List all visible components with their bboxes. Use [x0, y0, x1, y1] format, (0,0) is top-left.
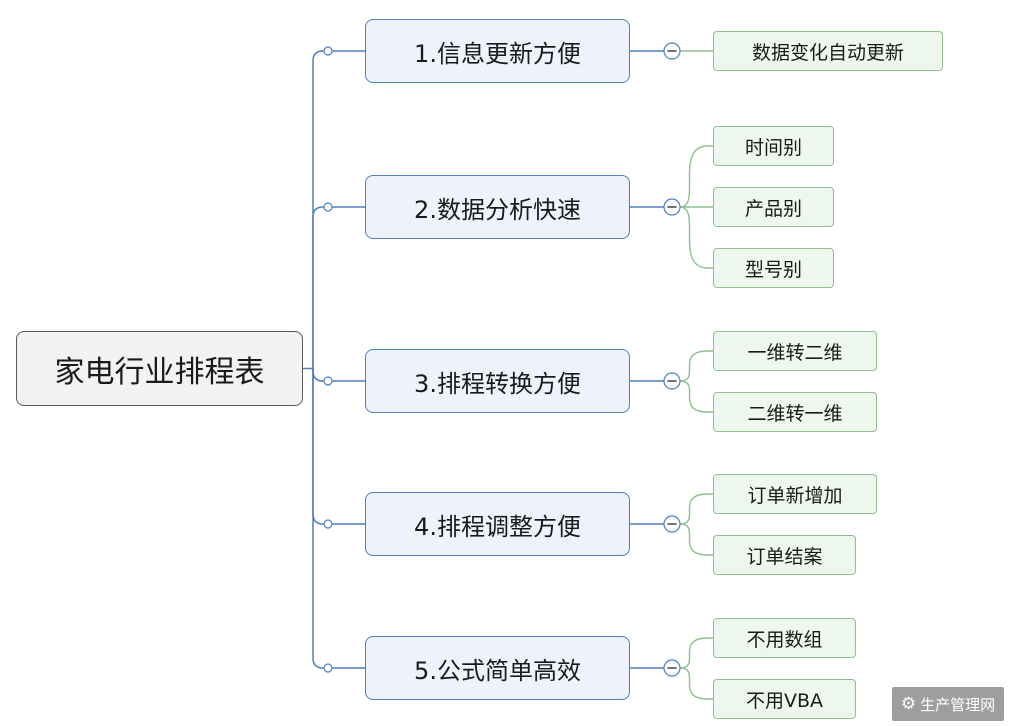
- leaf-topic-3-2[interactable]: 二维转一维: [713, 392, 877, 432]
- leaf-connector-5-1: [679, 637, 713, 669]
- leaf-connector-2-3: [679, 206, 713, 269]
- leaf-connector-3-1: [679, 350, 713, 382]
- branch-joint-dot-3: [323, 376, 333, 386]
- leaf-connector-4-2: [679, 523, 713, 556]
- gear-icon: ⚙: [900, 693, 917, 714]
- root-topic[interactable]: 家电行业排程表: [16, 331, 303, 406]
- branch-joint-dot-2: [323, 202, 333, 212]
- leaf-topic-1-1[interactable]: 数据变化自动更新: [713, 31, 943, 71]
- leaf-connector-3-2: [679, 380, 713, 413]
- leaf-topic-2-1[interactable]: 时间别: [713, 126, 834, 166]
- leaf-topic-4-2[interactable]: 订单结案: [713, 535, 856, 575]
- leaf-topic-5-2[interactable]: 不用VBA: [713, 679, 856, 719]
- branch-topic-5[interactable]: 5.公式简单高效: [365, 636, 630, 700]
- trunk-connector-2: [312, 206, 365, 369]
- leaf-topic-4-1[interactable]: 订单新增加: [713, 474, 877, 514]
- leaf-topic-2-3[interactable]: 型号别: [713, 248, 834, 288]
- branch-topic-3[interactable]: 3.排程转换方便: [365, 349, 630, 413]
- trunk-connector-1: [312, 50, 365, 369]
- leaf-connector-2-1: [679, 145, 713, 208]
- leaf-connector-5-2: [679, 667, 713, 700]
- branch-joint-dot-1: [323, 46, 333, 56]
- leaf-connector-4-1: [679, 493, 713, 525]
- watermark-text: 生产管理网: [920, 695, 996, 714]
- leaf-topic-5-1[interactable]: 不用数组: [713, 618, 856, 658]
- trunk-connector-4: [312, 368, 365, 525]
- branch-topic-1[interactable]: 1.信息更新方便: [365, 19, 630, 83]
- leaf-topic-2-2[interactable]: 产品别: [713, 187, 834, 227]
- watermark: ⚙ 生产管理网: [892, 687, 1004, 721]
- branch-joint-dot-4: [323, 519, 333, 529]
- branch-joint-dot-5: [323, 663, 333, 673]
- trunk-connector-5: [312, 368, 365, 669]
- branch-topic-4[interactable]: 4.排程调整方便: [365, 492, 630, 556]
- branch-topic-2[interactable]: 2.数据分析快速: [365, 175, 630, 239]
- trunk-connector-3: [312, 368, 365, 382]
- leaf-topic-3-1[interactable]: 一维转二维: [713, 331, 877, 371]
